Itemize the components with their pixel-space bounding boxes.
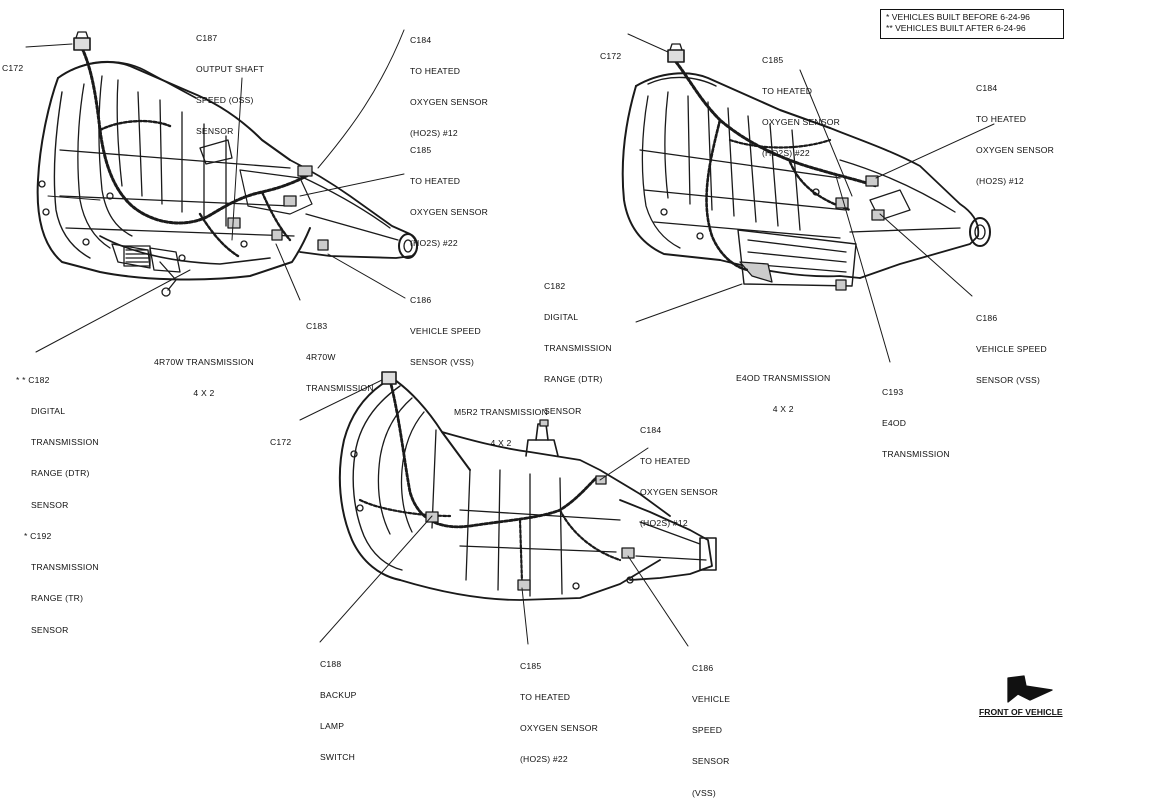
r70w-title: 4R70W TRANSMISSION 4 X 2 (154, 356, 254, 399)
e4od-c186-label: C186 VEHICLE SPEED SENSOR (VSS) (976, 312, 1047, 386)
m5r2-c184-label: C184 TO HEATED OXYGEN SENSOR (HO2S) #12 (640, 424, 719, 529)
e4od-title: E4OD TRANSMISSION 4 X 2 (736, 372, 831, 415)
legend-before: * VEHICLES BUILT BEFORE 6-24-96 (886, 12, 1030, 22)
legend-box: * VEHICLES BUILT BEFORE 6-24-96 ** VEHIC… (880, 9, 1064, 39)
m5r2-c172-label: C172 (270, 436, 292, 447)
r70w-c187-label: C187 OUTPUT SHAFT SPEED (OSS) SENSOR (196, 32, 265, 137)
r70w-c184-label: C184 TO HEATED OXYGEN SENSOR (HO2S) #12 (410, 34, 489, 139)
m5r2-title: M5R2 TRANSMISSION 4 X 2 (454, 406, 548, 449)
r70w-c183-label: C183 4R70W TRANSMISSION (306, 320, 374, 394)
e4od-c184-label: C184 TO HEATED OXYGEN SENSOR (HO2S) #12 (976, 82, 1055, 187)
m5r2-c186-label: C186 VEHICLE SPEED SENSOR (VSS) (692, 662, 731, 798)
transmission-m5r2-drawing (338, 371, 717, 601)
e4od-c172-label: C172 (600, 50, 622, 61)
e4od-c193-label: C193 E4OD TRANSMISSION (882, 386, 950, 460)
leader-lines-m5r2 (299, 379, 689, 647)
transmission-4r70w-drawing (36, 31, 418, 297)
front-of-vehicle-arrow-icon (1007, 675, 1053, 703)
e4od-c185-label: C185 TO HEATED OXYGEN SENSOR (HO2S) #22 (762, 54, 841, 159)
m5r2-c188-label: C188 BACKUP LAMP SWITCH (320, 658, 357, 763)
legend-after: ** VEHICLES BUILT AFTER 6-24-96 (886, 23, 1026, 33)
r70w-c185-label: C185 TO HEATED OXYGEN SENSOR (HO2S) #22 (410, 144, 489, 249)
r70w-c182-c192-label: * * C182 DIGITAL TRANSMISSION RANGE (DTR… (16, 374, 99, 635)
leader-lines-e4od (627, 33, 995, 363)
e4od-c182-label: C182 DIGITAL TRANSMISSION RANGE (DTR) SE… (544, 280, 612, 416)
leader-lines-4r70w (25, 29, 406, 353)
front-of-vehicle-label: FRONT OF VEHICLE (979, 707, 1063, 717)
m5r2-c185-label: C185 TO HEATED OXYGEN SENSOR (HO2S) #22 (520, 660, 599, 765)
r70w-c186-label: C186 VEHICLE SPEED SENSOR (VSS) (410, 294, 481, 368)
r70w-c172-label: C172 (2, 62, 24, 73)
